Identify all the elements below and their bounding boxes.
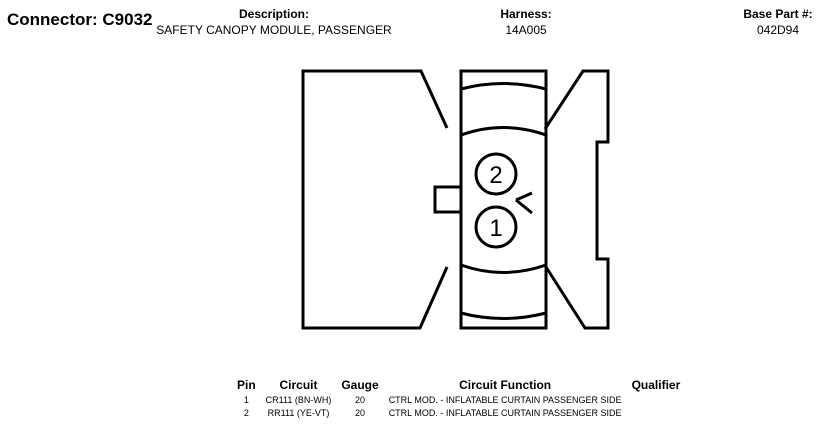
connector-left-housing	[301, 69, 449, 330]
pin-table: Pin Circuit Gauge Circuit Function Quali…	[232, 377, 685, 419]
connector-latch-tab	[433, 185, 461, 214]
function-cell: CTRL MOD. - INFLATABLE CURTAIN PASSENGER…	[388, 394, 622, 405]
connector-face-diagram: 2 1	[301, 69, 610, 330]
col-pin: Pin	[237, 378, 256, 392]
connector-center-body	[459, 69, 548, 330]
pin-1-cavity	[474, 205, 518, 249]
connector-center-notch	[515, 191, 533, 215]
pin-2-cavity	[474, 152, 518, 196]
circuit-cell: RR111 (YE-VT)	[267, 407, 330, 418]
connector-title: Connector: C9032	[7, 10, 153, 29]
table-row: 2 RR111 (YE-VT) 20 CTRL MOD. - INFLATABL…	[232, 406, 685, 419]
connector-lower-inner-curve	[460, 263, 547, 274]
pin-cell: 1	[243, 394, 249, 405]
qualifier-cell	[627, 393, 686, 406]
connector-upper-inner-curve	[460, 126, 547, 137]
connector-top-curve	[460, 82, 547, 91]
gauge-cell: 20	[355, 394, 366, 405]
table-row: 1 CR111 (BN-WH) 20 CTRL MOD. - INFLATABL…	[232, 393, 685, 406]
harness-label: Harness:	[500, 7, 552, 21]
function-cell: CTRL MOD. - INFLATABLE CURTAIN PASSENGER…	[388, 407, 622, 418]
connector-bottom-curve	[460, 311, 547, 320]
col-qualifier: Qualifier	[631, 378, 681, 392]
base-part-value: 042D94	[756, 23, 800, 37]
connector-right-housing	[543, 69, 610, 330]
col-circuit-function: Circuit Function	[459, 378, 552, 392]
base-part-label: Base Part #:	[743, 7, 813, 21]
col-circuit: Circuit	[279, 378, 318, 392]
pin-2-label: 2	[489, 162, 502, 189]
description-label: Description:	[238, 7, 309, 21]
circuit-cell: CR111 (BN-WH)	[265, 394, 332, 405]
gauge-cell: 20	[355, 407, 366, 418]
description-value: SAFETY CANOPY MODULE, PASSENGER	[156, 23, 392, 37]
col-gauge: Gauge	[341, 378, 379, 392]
pin-cell: 2	[243, 407, 249, 418]
pin-table-header: Pin Circuit Gauge Circuit Function Quali…	[232, 377, 685, 393]
pin-1-label: 1	[489, 215, 502, 242]
qualifier-cell	[627, 406, 686, 419]
harness-value: 14A005	[505, 23, 547, 37]
